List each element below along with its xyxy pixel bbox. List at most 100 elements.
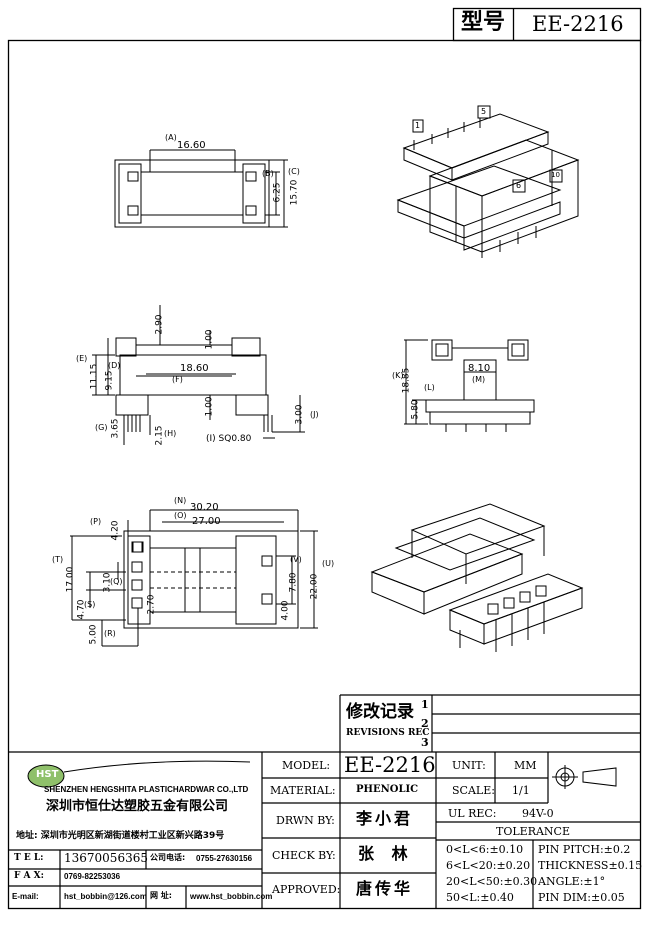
- dim-R-value: 5.00: [88, 624, 99, 645]
- approved-label: APPROVED:: [272, 883, 341, 896]
- company-name-en: SHENZHEN HENGSHITA PLASTICHARDWAR CO.,LT…: [44, 785, 249, 794]
- dim-V: (V): [290, 555, 302, 564]
- tol-line-3: 20<L<50:±0.30: [446, 875, 538, 888]
- dim-L: (L): [424, 383, 435, 392]
- pin-5-label: 5: [481, 107, 487, 116]
- dim-R: (R): [104, 629, 116, 638]
- unit-label: UNIT:: [452, 759, 486, 772]
- material-value: PHENOLIC: [356, 784, 419, 795]
- material-label: MATERIAL:: [270, 784, 336, 797]
- check-label: CHECK BY:: [272, 849, 336, 862]
- tolerance-label: TOLERANCE: [496, 825, 570, 838]
- dim-U: (U): [322, 559, 335, 568]
- company-address: 地址: 深圳市光明区新湖街道楼村工业区新兴路39号: [16, 831, 225, 841]
- email-label: E-mail:: [12, 892, 39, 901]
- iso-view-assembled: [370, 503, 584, 652]
- email-value: hst_bobbin@126.com: [64, 892, 147, 901]
- projection-symbol-icon: [552, 765, 617, 789]
- dim-B: (B): [262, 169, 274, 178]
- dim-2-70: 2.70: [146, 594, 157, 615]
- dim-Q: (Q): [110, 577, 123, 586]
- dim-F-value: 18.60: [180, 363, 209, 374]
- dim-T: (T): [52, 555, 64, 564]
- dim-E: (E): [76, 354, 88, 363]
- dim-P-value: 4.20: [110, 520, 121, 541]
- dim-4-00: 4.00: [280, 600, 291, 621]
- dim-O-value: 27.00: [192, 516, 221, 527]
- dim-A: (A): [165, 133, 177, 142]
- dim-N: (N): [174, 496, 187, 505]
- ul-value: 94V-0: [522, 807, 554, 820]
- dim-Q-value: 3.10: [102, 572, 113, 593]
- dim-N-value: 30.20: [190, 502, 219, 513]
- header-model-box: [452, 7, 642, 42]
- dim-D: (D): [108, 361, 121, 370]
- pin-1-label: 1: [415, 121, 421, 130]
- dim-T-value: 17.00: [65, 566, 76, 593]
- dim-C: (C): [288, 167, 300, 176]
- tol-line-1: 0<L<6:±0.10: [446, 843, 524, 856]
- company-tel-label: 公司电话:: [150, 853, 186, 862]
- dim-B-value: 6.25: [272, 182, 283, 203]
- tol-right-4: PIN DIM:±0.05: [538, 891, 625, 904]
- revision-title: 修改记录: [346, 702, 414, 722]
- dim-K-value: 18.85: [401, 367, 412, 394]
- dim-I: (I) SQ0.80: [206, 434, 252, 444]
- dim-M-value: 8.10: [468, 363, 491, 374]
- web-label: 网 址:: [150, 891, 172, 900]
- sheet-border: [7, 39, 642, 910]
- approved-value: 唐传华: [356, 879, 414, 898]
- tol-right-2: THICKNESS±0.15: [538, 859, 643, 872]
- drawn-value: 李小君: [356, 809, 414, 828]
- ul-label: UL REC:: [448, 807, 497, 820]
- revision-mark-2: 2: [421, 717, 429, 730]
- revision-mark-1: 1: [421, 698, 429, 711]
- dim-P: (P): [90, 517, 102, 526]
- dim-L-value: 5.80: [410, 399, 421, 420]
- dim-O: (O): [174, 511, 187, 520]
- drawn-label: DRWN BY:: [276, 814, 335, 827]
- dim-1-00-top: 1.00: [204, 329, 215, 350]
- dim-H: (H): [164, 429, 177, 438]
- fax-label: F A X:: [14, 871, 44, 881]
- iso-view-exploded: [396, 113, 580, 258]
- tel-value: 13670056365: [64, 851, 148, 865]
- model-row-label: MODEL:: [282, 759, 331, 772]
- dim-K: (K): [392, 371, 404, 380]
- dim-D-value: 9.15: [104, 370, 115, 391]
- revision-subtitle: REVISIONS REC: [346, 728, 430, 738]
- check-value: 张 林: [358, 844, 414, 863]
- dim-F: (F): [172, 375, 183, 384]
- bottom-view: [70, 509, 318, 647]
- dim-2-90: 2.90: [154, 314, 165, 335]
- scale-value: 1/1: [512, 784, 530, 797]
- model-value: EE-2216: [532, 12, 624, 36]
- company-logo: [27, 764, 65, 788]
- scale-label: SCALE:: [452, 784, 495, 797]
- pin-6-label: 6: [516, 181, 522, 190]
- dim-S-value: 4.70: [76, 599, 87, 620]
- web-value: www.hst_bobbin.com: [190, 892, 273, 901]
- dim-J-value: 3.00: [294, 404, 305, 425]
- tol-line-2: 6<L<20:±0.20: [446, 859, 531, 872]
- front-view: [92, 305, 305, 445]
- dim-C-value: 15.70: [289, 179, 300, 206]
- dim-S: (S): [84, 600, 96, 609]
- unit-value: MM: [514, 759, 537, 772]
- model-label: 型号: [461, 10, 506, 35]
- dim-U-value: 22.00: [309, 573, 320, 600]
- revision-mark-3: 3: [421, 736, 429, 749]
- title-block: [8, 694, 640, 908]
- tel-label: T E L:: [14, 853, 44, 863]
- dim-J: (J): [310, 410, 319, 419]
- dim-M: (M): [472, 375, 486, 384]
- pin-10-label: 10: [551, 171, 560, 179]
- fax-value: 0769-82253036: [64, 872, 121, 881]
- dim-G: (G): [95, 423, 108, 432]
- company-tel-value: 0755-27630156: [196, 854, 253, 863]
- company-name-cn: 深圳市恒仕达塑胶五金有限公司: [46, 799, 229, 814]
- dim-E-value: 11.15: [89, 363, 100, 390]
- side-view: [404, 339, 535, 432]
